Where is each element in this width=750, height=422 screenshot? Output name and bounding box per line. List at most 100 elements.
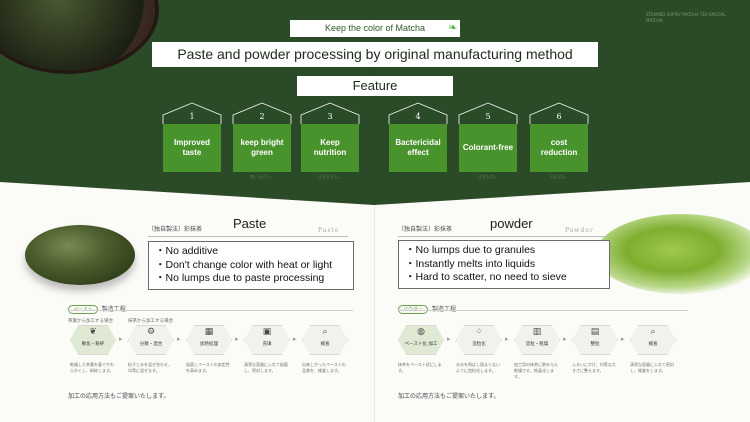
powder-step-5-hex — [630, 325, 676, 355]
feature-3-subtext: 正求ません。 — [318, 174, 342, 179]
leaf-icon-right: ❧ — [448, 21, 458, 34]
arrow-right-icon: ▸ — [119, 335, 123, 343]
powder-step-1-hex — [398, 325, 444, 355]
paste-step-2-label: 分散・混合 — [139, 342, 163, 347]
powder-point-2: ・Instantly melts into liquids — [405, 257, 536, 270]
paste-step-1-label: 軟化・粉砕 — [81, 342, 105, 347]
inspection-icon: ⌕ — [322, 327, 328, 337]
paste-title: Paste — [233, 216, 267, 231]
powder-step-4-hex — [572, 325, 618, 355]
powder-point-3: ・Hard to scatter, no need to sieve — [405, 271, 567, 283]
powder-jp-tag: 〔独自製法〕彩抹茶 — [398, 226, 453, 233]
feature-5-subtext: 正求なれ。 — [477, 174, 499, 179]
powder-step-4-label: 整粒 — [590, 342, 600, 347]
paste-point-1: ・No additive — [155, 245, 219, 257]
top-small-text: STEAMED SUPPLY MATCHA TEA SPECIAL MATCHA — [646, 12, 726, 23]
paste-step-top-1: 茶葉から加工する場合 — [68, 319, 113, 324]
feature-1-number: 1 — [189, 112, 195, 121]
inspection-icon: ⌕ — [650, 327, 656, 337]
mixer-icon: ⚙ — [146, 327, 156, 337]
arrow-right-icon: ▸ — [621, 335, 625, 343]
paste-step-4-label: 充填 — [262, 342, 272, 347]
powder-process-divider — [398, 310, 688, 311]
arrow-right-icon: ▸ — [563, 335, 567, 343]
paste-step-5-label: 検査 — [320, 342, 330, 347]
powder-step-2-hex — [456, 325, 502, 355]
matcha-paste-image — [25, 225, 135, 285]
paste-step-3-label: 加熱処理 — [200, 342, 218, 347]
paste-jp-tag: 〔独自製法〕彩抹茶 — [148, 226, 203, 233]
powder-process-text: 製造工程 — [432, 306, 456, 313]
feature-3-number: 3 — [327, 112, 333, 121]
paste-step-4-hex — [244, 325, 290, 355]
paste-process-label: ペースト製造工程 — [68, 304, 126, 314]
paste-feature-list: ・No additive ・Don't change color with he… — [148, 241, 354, 290]
feature-5-number: 5 — [485, 112, 491, 121]
page-fold — [374, 0, 375, 422]
paste-step-top-2: 抹茶から加工する場合 — [128, 319, 173, 324]
arrow-right-icon: ▸ — [447, 335, 451, 343]
feature-connector-lines — [0, 0, 750, 215]
powder-step-3-label: 造粒・乾燥 — [525, 342, 549, 347]
powder-step-5-label: 検査 — [648, 342, 658, 347]
paste-title-underline — [148, 236, 348, 237]
granule-icon: ⁘ — [475, 327, 483, 337]
powder-feature-list: ・No lumps due to granules ・Instantly mel… — [398, 240, 610, 289]
matcha-powder-image — [596, 214, 750, 294]
powder-step-3-hex — [514, 325, 560, 355]
paste-step-1-hex — [70, 325, 116, 355]
powder-closing-text: 加工の応用方法もご提案いたします。 — [398, 393, 500, 400]
feature-1-box: Improved taste — [163, 124, 221, 172]
feature-2-subtext: 無いません。 — [250, 174, 274, 179]
powder-title: powder — [490, 216, 533, 231]
feature-6-subtext: 正求なれ。 — [548, 174, 570, 179]
powder-step-2-desc: 水分を飛ばし固まらないように造粒化します。 — [456, 362, 500, 373]
feature-5-box: Colorant-free — [459, 124, 517, 172]
feature-4-box: Bactericidal effect — [389, 124, 447, 172]
paste-closing-text: 加工の応用方法もご提案いたします。 — [68, 393, 170, 400]
paste-step-2-hex — [128, 325, 174, 355]
paste-step-2-desc: 粒子と水を混ぜ合わせ、均等に混ぜます。 — [128, 362, 172, 373]
powder-process-label: パウダー製造工程 — [398, 304, 456, 314]
leaf-icon: ❦ — [89, 327, 97, 337]
powder-title-underline — [398, 236, 608, 237]
subtitle-banner: Paste and powder processing by original … — [152, 42, 598, 67]
powder-point-1: ・No lumps due to granules — [405, 244, 536, 256]
paste-point-2: ・Don't change color with heat or light — [155, 258, 333, 271]
feature-4-number: 4 — [415, 112, 421, 121]
paste-icon: ◍ — [417, 327, 425, 337]
arrow-right-icon: ▸ — [177, 335, 181, 343]
heater-icon: ▦ — [204, 327, 214, 337]
arrow-right-icon: ▸ — [235, 335, 239, 343]
paste-step-5-desc: 出来上がったペーストの品質を、検査します。 — [302, 362, 346, 373]
paste-step-3-desc: 殺菌しペーストの安定性を高めます。 — [186, 362, 230, 373]
feature-6-box: cost reduction — [530, 124, 588, 172]
paste-step-5-hex — [302, 325, 348, 355]
powder-step-4-desc: ふるいにかけ、均等な大きさに整えます。 — [572, 362, 616, 373]
arrow-right-icon: ▸ — [505, 335, 509, 343]
feature-2-box: keep bright green — [233, 124, 291, 172]
powder-latin-title: Powder — [565, 227, 594, 234]
paste-point-3: ・No lumps due to paste processing — [155, 272, 325, 284]
paste-process-text: 製造工程 — [102, 306, 126, 313]
paste-step-1-desc: 乾燥した茶葉を著でやわらかくし、粉砕します。 — [70, 362, 114, 373]
paste-step-3-hex — [186, 325, 232, 355]
powder-step-1-desc: 抹茶をペースト状にします。 — [398, 362, 442, 373]
feature-heading: Feature — [297, 76, 453, 96]
sieve-icon: ▤ — [590, 327, 600, 337]
powder-step-2-label: 造粒化 — [472, 342, 486, 347]
powder-step-3-desc: 加工用の抹茶に熱を与え乾燥させ、結晶化します。 — [514, 362, 558, 379]
paste-latin-title: Paste — [318, 227, 340, 234]
feature-3-box: Keep nutrition — [301, 124, 359, 172]
powder-step-5-desc: 清潔な容器に入れて密封し、検査をします。 — [630, 362, 674, 373]
dryer-icon: ▥ — [532, 327, 542, 337]
feature-6-number: 6 — [556, 112, 562, 121]
paste-step-4-desc: 清潔な容器に入れて殺菌し、密封します。 — [244, 362, 288, 373]
package-icon: ▣ — [262, 327, 272, 337]
header-tag: Keep the color of Matcha — [290, 20, 460, 37]
powder-step-1-label: ペースト化 加工 — [404, 342, 438, 347]
arrow-right-icon: ▸ — [293, 335, 297, 343]
paste-process-divider — [68, 310, 353, 311]
feature-2-number: 2 — [259, 112, 265, 121]
